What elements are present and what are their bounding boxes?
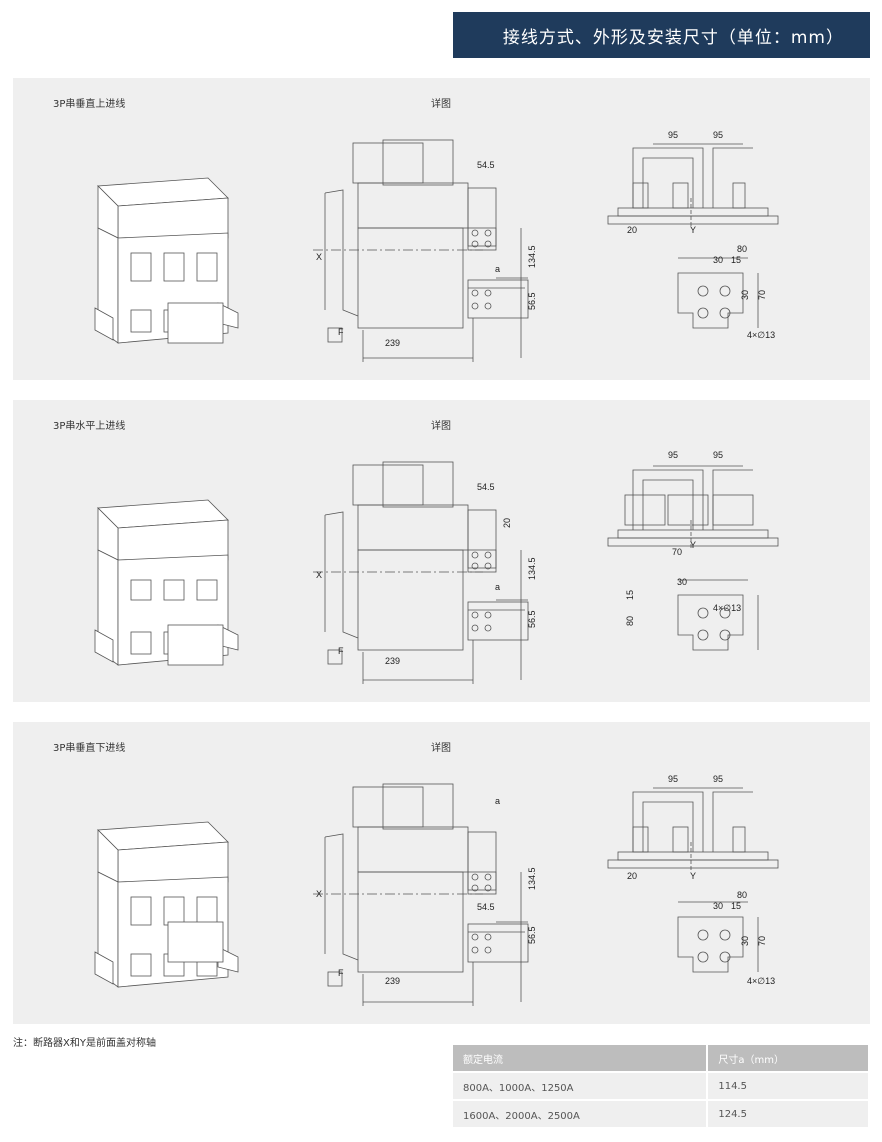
dimension-label: 54.5 [477,482,495,492]
side-view-drawing [313,461,529,684]
table-cell: 114.5 [707,1071,870,1100]
dimension-label: 54.5 [477,160,495,170]
table-cell: 1600A、2000A、2500A [453,1099,709,1127]
dimension-label: 20 [627,871,637,881]
dimension-label: X [316,570,322,580]
dimension-label: 95 [713,130,723,140]
hole-detail-drawing [677,901,759,973]
dimension-label: Y [690,871,696,881]
dimension-label: 15 [625,590,635,600]
dimension-label: 80 [737,244,747,254]
dimension-label: 56.5 [527,610,537,628]
technical-drawing: 54.5 a 134.5 56.5 239 X F 95 95 20 Y 80 30 15 30 70 4×∅1… [94,130,779,362]
side-view-drawing [313,139,529,362]
dimension-label: 30 [713,255,723,265]
dimension-label: 134.5 [527,867,537,890]
dimension-label: 70 [757,936,767,946]
dimension-label: 20 [627,225,637,235]
dimension-label: 80 [625,616,635,626]
dimension-label: 15 [731,255,741,265]
dimension-label: 30 [740,290,750,300]
dimension-label: 4×∅13 [747,330,775,340]
breaker-3d-view [94,499,239,666]
dimension-label: F [338,646,344,656]
hole-detail-drawing [677,257,759,329]
dimension-label: 70 [757,290,767,300]
dimension-label: 70 [672,547,682,557]
section-header: 接线方式、外形及安装尺寸（单位：mm） [453,12,870,58]
panel-title: 3P串垂直上进线 [53,99,126,110]
dimension-label: 15 [731,901,741,911]
wiring-panel: 54.5 a 134.5 56.5 239 X F 95 95 20 Y 80 30 15 30 70 4×∅1… [13,78,870,380]
dimension-label: 4×∅13 [747,976,775,986]
dimension-label: X [316,252,322,262]
top-view-drawing [607,465,779,550]
hole-detail-drawing [677,579,759,651]
dimension-label: 56.5 [527,292,537,310]
top-view-drawing [607,787,779,872]
section-title: 接线方式、外形及安装尺寸（单位：mm） [502,27,844,48]
dimension-label: 4×∅13 [713,603,741,613]
table-cell: 124.5 [707,1099,870,1127]
dimension-label: 239 [385,976,400,986]
dimension-label: a [495,796,500,806]
dimension-label: 30 [713,901,723,911]
dimension-label: 95 [713,774,723,784]
detail-label: 详图 [431,743,451,754]
dimension-label: 95 [713,450,723,460]
panel-title: 3P串水平上进线 [53,421,126,432]
dimension-label: 239 [385,656,400,666]
table-cell: 800A、1000A、1250A [453,1071,709,1100]
dimension-label: F [338,968,344,978]
dimension-label: 54.5 [477,902,495,912]
dimension-label: a [495,582,500,592]
dimension-label: 30 [740,936,750,946]
dimension-label: F [338,327,344,337]
wiring-panel: a 54.5 134.5 56.5 239 X F 95 95 20 Y 80 30 15 30 70 4×∅1… [13,722,870,1024]
detail-label: 详图 [431,421,451,432]
dimension-label: 80 [737,890,747,900]
dimension-label: 239 [385,338,400,348]
dimension-label: Y [690,225,696,235]
dimension-label: a [495,264,500,274]
dimension-label: 95 [668,774,678,784]
panel-title: 3P串垂直下进线 [53,743,126,754]
dimension-label: 30 [677,577,687,587]
technical-drawing: 54.5 20 a 134.5 56.5 239 X F 95 95Y 70 30 15 80 4×∅13 [94,450,779,684]
detail-label: 详图 [431,99,451,110]
table-header-row: 额定电流尺寸a（mm） [453,1045,870,1072]
breaker-3d-view [94,821,239,988]
dimension-label: 20 [502,518,512,528]
top-view-drawing [607,143,779,228]
side-view-drawing [313,783,529,1006]
dimension-label: 95 [668,450,678,460]
dimension-label: Y [690,540,696,550]
header-cell: 额定电流 [453,1045,709,1072]
header-cell: 尺寸a（mm） [707,1045,870,1072]
dimension-label: 134.5 [527,557,537,580]
breaker-3d-view [94,177,239,344]
dimension-label: X [316,889,322,899]
dimension-label: 56.5 [527,926,537,944]
dimension-label: 134.5 [527,245,537,268]
dimension-label: 95 [668,130,678,140]
footnote: 注：断路器X和Y是前面盖对称轴 [13,1038,156,1049]
technical-drawing: a 54.5 134.5 56.5 239 X F 95 95 20 Y 80 30 15 30 70 4×∅1… [94,774,779,1006]
